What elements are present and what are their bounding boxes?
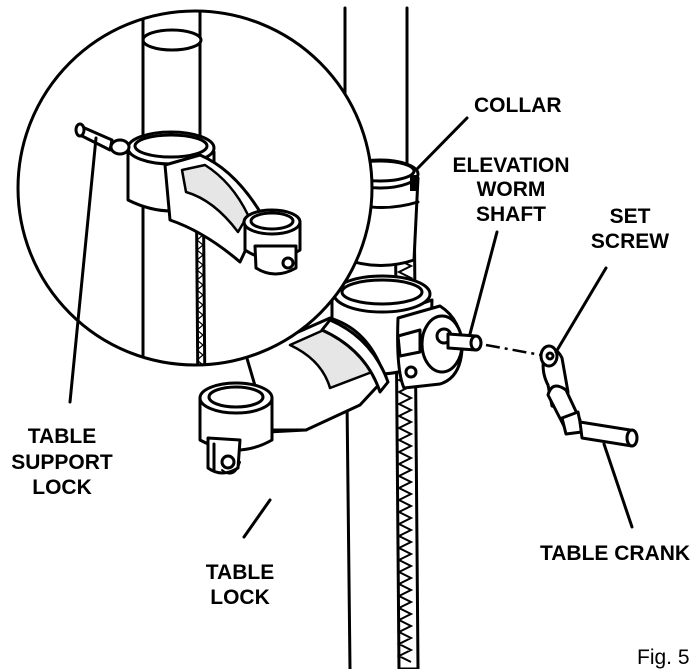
label-table-lock-line2: LOCK (210, 586, 270, 609)
leader-collar (414, 116, 469, 172)
detail-inset (16, 9, 374, 367)
label-elevation-worm-shaft-line3: SHAFT (476, 203, 546, 226)
label-elevation-worm-shaft-line1: ELEVATION (452, 154, 569, 177)
leader-table-lock (242, 498, 272, 539)
label-collar: COLLAR (474, 94, 562, 117)
label-table-crank: TABLE CRANK (540, 542, 690, 565)
label-set-screw-line2: SCREW (591, 230, 669, 253)
label-table-support-lock-line1: TABLE (28, 425, 96, 448)
label-table-support-lock-line3: LOCK (32, 476, 92, 499)
leader-set-screw (554, 266, 608, 354)
leader-lines (68, 116, 634, 539)
label-table-support-lock-line2: SUPPORT (11, 451, 113, 474)
table-support (198, 274, 464, 475)
label-set-screw-line1: SET (610, 205, 651, 228)
labels: COLLAR ELEVATION WORM SHAFT SET SCREW TA… (11, 94, 690, 669)
figure-number: Fig. 5 (637, 646, 690, 669)
table-crank (539, 344, 639, 448)
leader-table-support-lock (68, 136, 98, 404)
elevation-worm-shaft (446, 332, 542, 357)
leader-table-crank (602, 442, 634, 529)
label-table-lock-line1: TABLE (206, 561, 274, 584)
label-elevation-worm-shaft-line2: WORM (477, 178, 546, 201)
leader-elevation-worm-shaft (468, 230, 499, 336)
